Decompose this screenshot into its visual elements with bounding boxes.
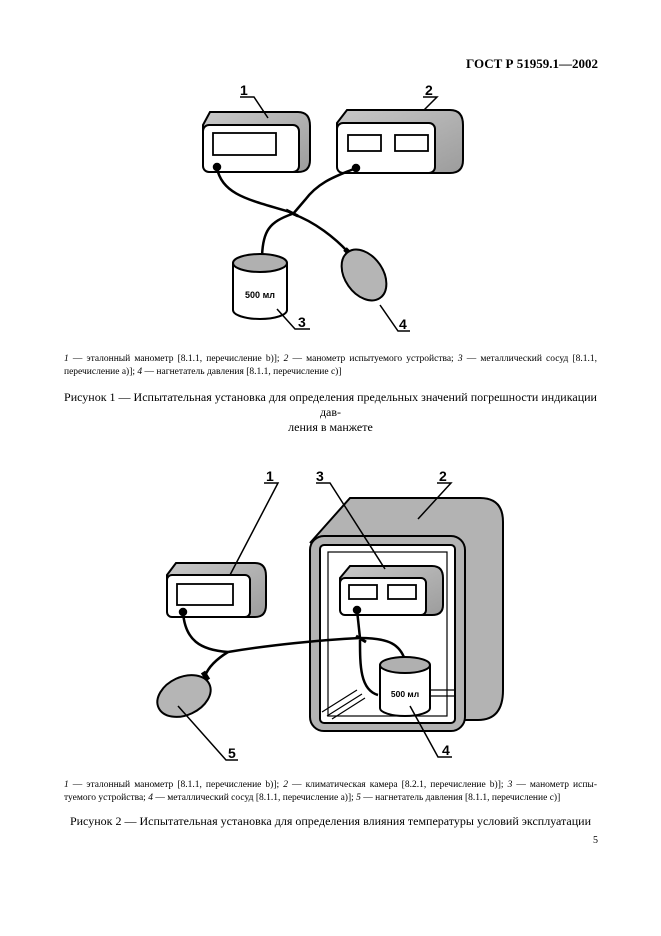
fig2-label-4: 4 — [442, 742, 450, 758]
vessel-volume-label: 500 мл — [245, 290, 275, 300]
fig2-label-1: 1 — [266, 468, 274, 484]
figure-2-legend: 1 — эталонный манометр [8.1.1, перечисле… — [64, 780, 597, 803]
figure-2-caption: Рисунок 2 — Испытательная установка для … — [69, 814, 592, 828]
standard-designation: ГОСТ Р 51959.1—2002 — [466, 56, 598, 71]
fig2-label-5: 5 — [228, 745, 236, 761]
fig1-label-1: 1 — [240, 82, 248, 98]
fig1-label-3: 3 — [298, 314, 306, 330]
tubing-figure-1 — [212, 162, 361, 261]
reference-manometer-1 — [166, 562, 267, 618]
tested-device-manometer-2 — [336, 109, 464, 174]
metal-vessel-3: 500 мл — [232, 253, 288, 320]
pressure-bulb-4 — [340, 247, 388, 302]
reference-manometer-1 — [202, 111, 311, 173]
fig2-label-3: 3 — [316, 468, 324, 484]
figure-1-legend: 1 — эталонный манометр [8.1.1, перечисле… — [64, 354, 597, 377]
fig1-label-4: 4 — [399, 316, 407, 332]
page-number: 5 — [593, 835, 598, 846]
tested-device-manometer-3 — [339, 565, 444, 616]
metal-vessel-4: 500 мл — [379, 656, 431, 717]
fig2-label-2: 2 — [439, 468, 447, 484]
pressure-bulb-5 — [156, 670, 212, 718]
vessel-volume-label: 500 мл — [391, 689, 419, 699]
fig1-label-2: 2 — [425, 82, 433, 98]
figure-1-caption: Рисунок 1 — Испытательная установка для … — [64, 390, 597, 434]
